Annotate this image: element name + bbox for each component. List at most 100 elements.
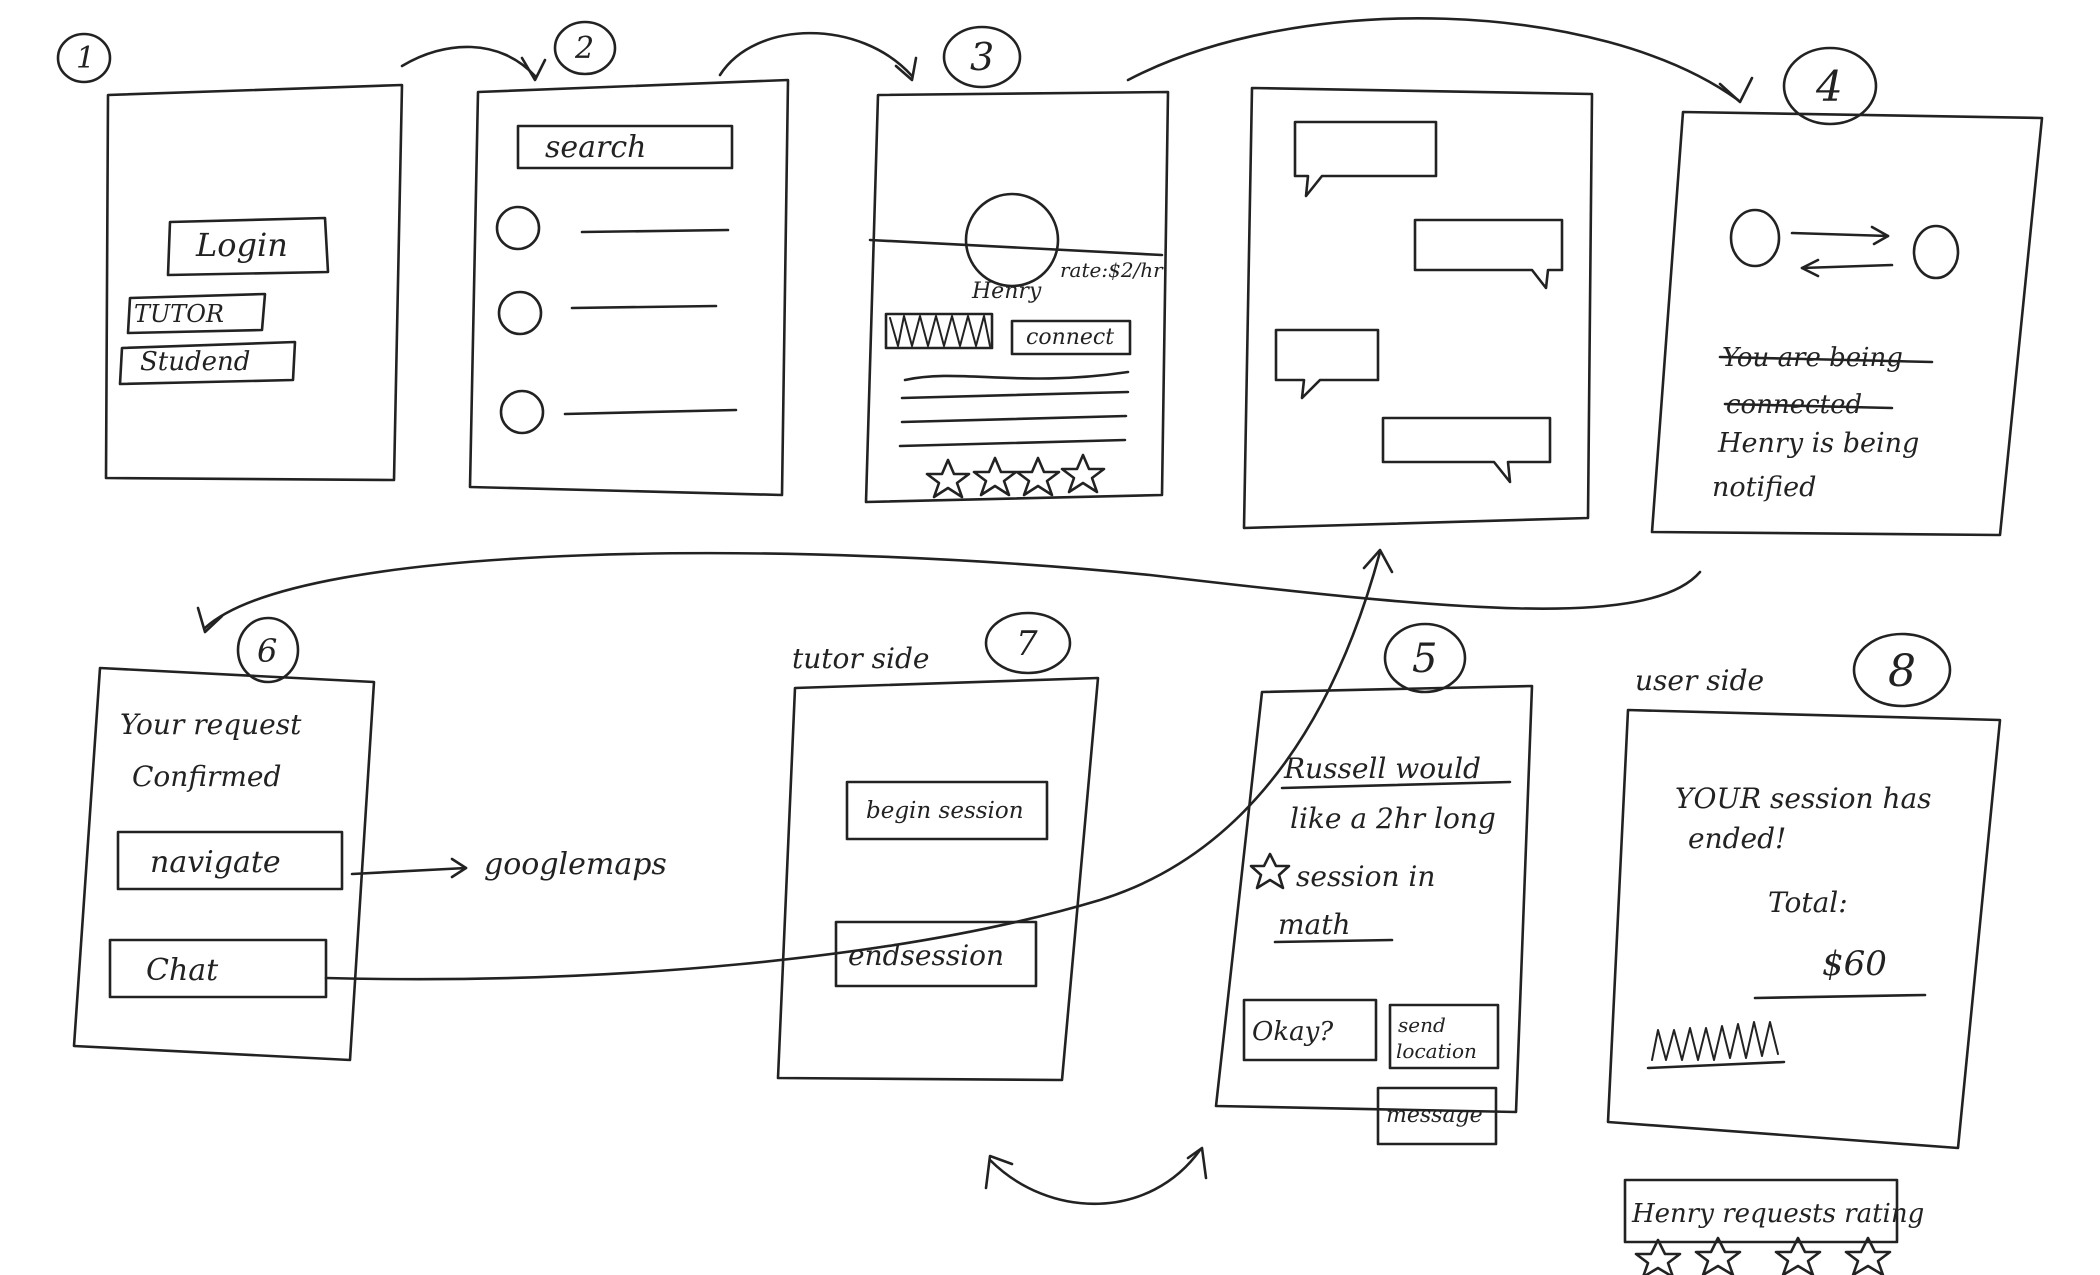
- chat-label: Chat: [146, 953, 219, 988]
- star-icon: [1634, 1238, 1682, 1275]
- star-icon: [1249, 852, 1291, 890]
- star-icon: [1015, 456, 1061, 497]
- strike-line: [1718, 355, 1934, 364]
- request-text-4: math: [1278, 908, 1351, 941]
- strike-line: [1723, 402, 1894, 410]
- step-number-4: 4: [1815, 62, 1843, 111]
- flow-arrow-4-6: [203, 551, 1702, 630]
- scribble-baseline: [1646, 1060, 1786, 1070]
- arrow-left-icon: [1800, 263, 1894, 270]
- step-circle-3: [942, 25, 1022, 89]
- star-icon: [925, 458, 971, 499]
- arrowhead: [894, 56, 918, 82]
- chat-bubble: [1381, 416, 1552, 484]
- arrowhead: [1718, 76, 1754, 104]
- underline: [1280, 780, 1512, 790]
- header-line: [868, 238, 1164, 257]
- flow-arrow-5-7: [988, 1148, 1202, 1206]
- screen-frame: [864, 90, 1170, 504]
- arrowhead: [984, 1154, 1014, 1190]
- request-text-1: Russell would: [1283, 752, 1481, 785]
- screen-frame: [1606, 708, 2002, 1150]
- okay-label: Okay?: [1252, 1017, 1334, 1047]
- step-circle-4: [1782, 46, 1878, 126]
- bio-line: [900, 414, 1128, 424]
- message-box: [1376, 1086, 1498, 1146]
- tutor-side-label: tutor side: [792, 642, 930, 675]
- step-circle-2: [553, 20, 617, 76]
- flow-arrow-3-4: [1126, 17, 1740, 102]
- request-text-3: session in: [1296, 860, 1435, 893]
- arrowhead: [1362, 548, 1394, 574]
- login-button-box: [166, 216, 330, 277]
- star-icon: [1844, 1236, 1892, 1275]
- connect-button-box: [1010, 319, 1132, 356]
- step-circle-5: [1383, 622, 1467, 694]
- screen-frame: [104, 83, 404, 482]
- begin-session-label: begin session: [866, 798, 1024, 824]
- arrowhead: [520, 56, 547, 82]
- confirm-text-2: Confirmed: [132, 760, 281, 793]
- screen-6: [72, 616, 468, 1062]
- arrowhead: [1186, 1146, 1208, 1180]
- navigate-label: navigate: [150, 845, 281, 880]
- step-number-6: 6: [257, 632, 277, 670]
- screen-frame: [1242, 86, 1594, 530]
- screen-3: [864, 25, 1170, 504]
- bio-line: [903, 370, 1130, 382]
- confirm-text-1: Your request: [120, 708, 302, 741]
- scribble-icon: [1651, 1021, 1779, 1061]
- screen-chat: [1242, 86, 1594, 530]
- begin-session-box: [845, 780, 1049, 841]
- step-circle-1: [56, 32, 112, 84]
- arrow-right-icon: [1790, 231, 1890, 238]
- message-label: message: [1386, 1103, 1483, 1128]
- step-number-3: 3: [970, 35, 994, 79]
- flow-arrow-2-3: [718, 31, 914, 78]
- maps-label: googlemaps: [484, 847, 667, 882]
- screen-8: [1606, 632, 2002, 1275]
- connect-label: connect: [1026, 325, 1114, 350]
- request-text-2: like a 2hr long: [1290, 802, 1496, 835]
- rating-request-box: [1623, 1178, 1899, 1244]
- step-number-7: 7: [1016, 624, 1038, 664]
- chat-bubble: [1274, 328, 1380, 400]
- user-side-label: user side: [1635, 664, 1764, 697]
- scribble-frame: [884, 312, 994, 350]
- step-number-8: 8: [1888, 646, 1916, 697]
- screen-frame: [1214, 684, 1534, 1114]
- okay-button-box: [1242, 998, 1378, 1062]
- star-icon: [1694, 1236, 1742, 1275]
- send-location-label-2: location: [1396, 1039, 1477, 1063]
- screen-7: [776, 611, 1100, 1082]
- student-option-box: [118, 340, 297, 386]
- ended-text-2: ended!: [1688, 822, 1786, 855]
- screen-frame: [1650, 110, 2044, 537]
- step-number-5: 5: [1412, 636, 1437, 682]
- step-number-1: 1: [76, 41, 95, 76]
- bio-line: [898, 438, 1127, 448]
- screen-frame: [468, 78, 790, 497]
- send-location-box: [1388, 1003, 1500, 1070]
- arrowhead: [1870, 225, 1890, 246]
- list-line: [570, 304, 718, 310]
- notify-text-2: notified: [1712, 472, 1816, 503]
- maps-arrow: [350, 866, 468, 876]
- navigate-button-box: [116, 830, 344, 891]
- avatar-icon: [495, 205, 541, 251]
- screen-1: [56, 32, 404, 482]
- search-box: [516, 124, 734, 170]
- tutor-name: Henry: [971, 279, 1042, 304]
- struck-text-2: connected: [1726, 390, 1862, 420]
- flow-arrow-chat: [324, 550, 1382, 981]
- arrowhead: [196, 606, 224, 634]
- login-label: Login: [195, 226, 288, 264]
- student-label: Studend: [140, 347, 250, 377]
- underline: [1273, 938, 1394, 944]
- notify-text-1: Henry is being: [1717, 428, 1919, 459]
- tutor-option-box: [126, 292, 267, 335]
- avatar-icon: [499, 389, 545, 435]
- struck-text-1: You are being: [1722, 343, 1903, 373]
- step-circle-6: [236, 616, 300, 684]
